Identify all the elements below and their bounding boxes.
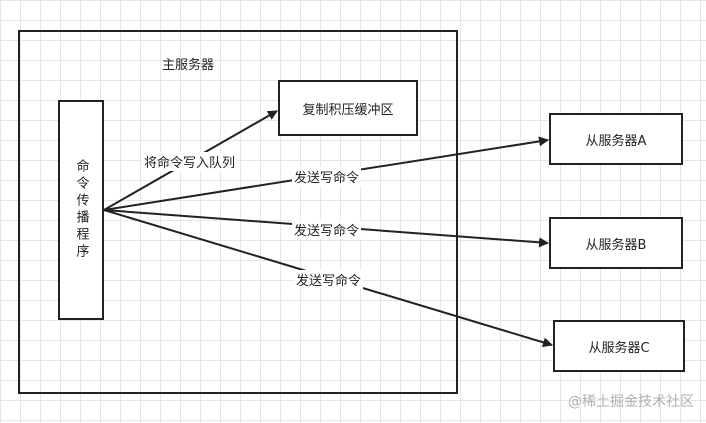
master-server-box: [18, 30, 458, 394]
slave-a-node: 从服务器A: [549, 113, 683, 165]
send-edge-label-b: 发送写命令: [292, 220, 362, 239]
watermark: @稀土掘金技术社区: [568, 394, 694, 410]
master-server-label: 主服务器: [162, 58, 215, 73]
send-edge-label-a: 发送写命令: [292, 167, 362, 186]
backlog-buffer-label: 复制积压缓冲区: [302, 102, 394, 118]
propagator-node: 命令传播程序: [58, 100, 104, 320]
propagator-label: 命令传播程序: [73, 159, 89, 261]
slave-c-node: 从服务器C: [553, 320, 685, 372]
slave-c-label: 从服务器C: [588, 340, 650, 356]
queue-edge-label: 将命令写入队列: [142, 152, 238, 171]
slave-a-label: 从服务器A: [585, 133, 647, 149]
slave-b-label: 从服务器B: [585, 237, 647, 253]
send-edge-label-c: 发送写命令: [294, 270, 364, 289]
backlog-buffer-node: 复制积压缓冲区: [278, 80, 418, 136]
slave-b-node: 从服务器B: [549, 217, 683, 269]
